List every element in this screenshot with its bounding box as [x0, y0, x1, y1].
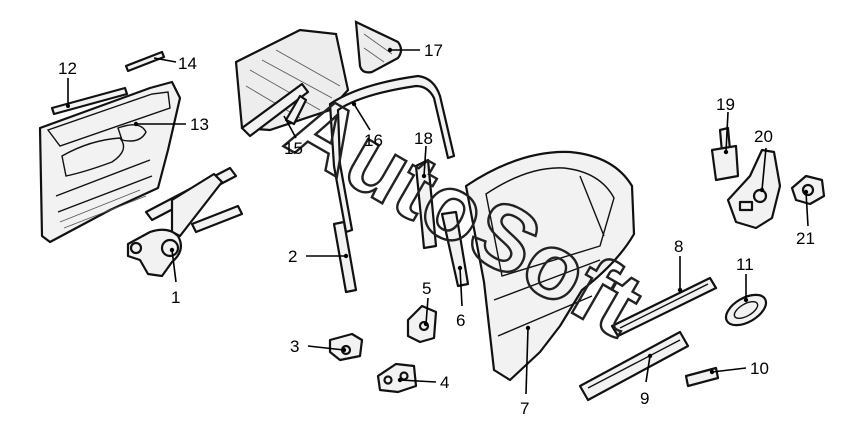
part-14-outer-strip [124, 50, 166, 73]
part-20-door-lock [726, 148, 782, 230]
callout-4: 4 [440, 373, 449, 392]
part-1-window-regulator [126, 166, 244, 278]
callout-19: 19 [716, 95, 735, 114]
callout-20: 20 [754, 127, 773, 146]
part-3-lower-hinge [328, 332, 364, 362]
leader-dots [66, 47, 809, 383]
callout-13: 13 [190, 115, 209, 134]
callout-17: 17 [424, 41, 443, 60]
callout-1: 1 [171, 288, 180, 307]
part-19-lock-cylinder [710, 126, 740, 182]
callout-10: 10 [750, 359, 769, 378]
callout-18: 18 [414, 129, 433, 148]
callout-16: 16 [364, 131, 383, 150]
callout-21: 21 [796, 229, 815, 248]
part-9-protective-strip [578, 330, 690, 402]
part-18-rear-channel [414, 158, 438, 250]
callout-11: 11 [736, 255, 754, 274]
part-15-door-glass [234, 28, 350, 138]
callout-5: 5 [422, 279, 431, 298]
part-17-fixed-glass [354, 20, 403, 74]
callout-8: 8 [674, 237, 683, 256]
callout-15: 15 [284, 139, 303, 158]
part-12-window-strip [50, 86, 129, 116]
callout-14: 14 [178, 54, 197, 73]
part-13-door-trim-panel [38, 80, 182, 244]
callout-3: 3 [290, 337, 299, 356]
callout-9: 9 [640, 389, 649, 408]
part-7-door-shell [464, 150, 636, 382]
callout-12: 12 [58, 59, 77, 78]
part-5-upper-hinge [406, 304, 438, 344]
part-4-check-strap [376, 362, 418, 394]
part-21-striker [790, 174, 826, 206]
callout-7: 7 [520, 399, 529, 418]
callout-2: 2 [288, 247, 297, 266]
callout-6: 6 [456, 311, 465, 330]
part-8-door-moulding [610, 276, 718, 338]
callout-labels: 12 14 13 1 17 16 15 18 2 3 4 5 6 7 8 9 1… [58, 41, 815, 418]
part-11-emblem [724, 293, 768, 327]
leader-lines [67, 49, 809, 395]
